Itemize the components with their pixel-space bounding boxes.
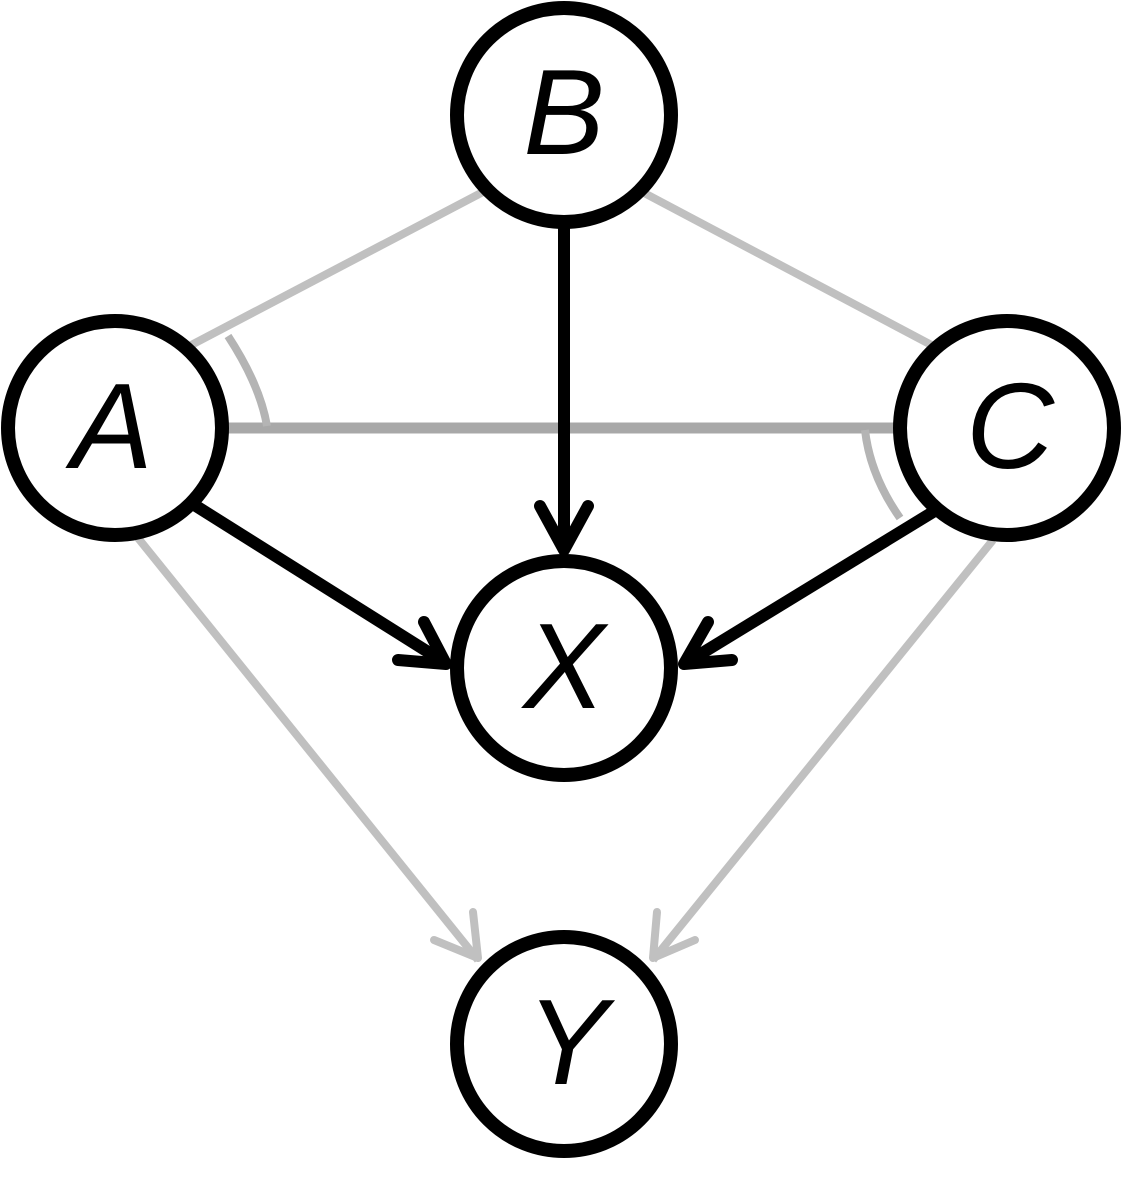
node-c: C: [893, 314, 1121, 542]
angle-arc-a: [224, 333, 271, 427]
edge-c-y: [649, 537, 997, 963]
arrowhead-a-x: [392, 616, 452, 670]
node-x-label: X: [520, 598, 609, 734]
node-a: A: [1, 314, 229, 542]
angle-arc-c: [861, 429, 904, 521]
arrowhead-a-y: [430, 908, 482, 962]
edge-a-y: [134, 535, 482, 963]
node-y: Y: [450, 930, 678, 1158]
node-c-label: C: [966, 358, 1055, 494]
edge-c-x: [682, 506, 937, 669]
arrowhead-c-y: [649, 908, 699, 962]
arrowhead-c-x: [678, 616, 738, 670]
node-y-label: Y: [526, 974, 615, 1110]
node-a-label: A: [64, 358, 152, 494]
arrowhead-b-x: [534, 500, 594, 556]
edge-a-x: [192, 500, 448, 668]
node-b: B: [450, 1, 678, 229]
node-x: X: [450, 554, 678, 782]
node-b-label: B: [523, 44, 604, 180]
